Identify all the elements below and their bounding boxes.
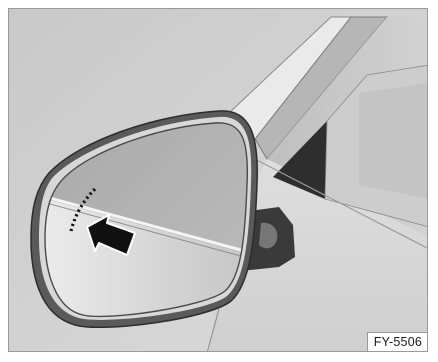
mirror-illustration bbox=[9, 9, 428, 352]
mirror-illustration-frame: FY-5506 bbox=[8, 8, 428, 352]
figure-reference-code: FY-5506 bbox=[367, 332, 427, 351]
window-reflection bbox=[359, 83, 428, 199]
